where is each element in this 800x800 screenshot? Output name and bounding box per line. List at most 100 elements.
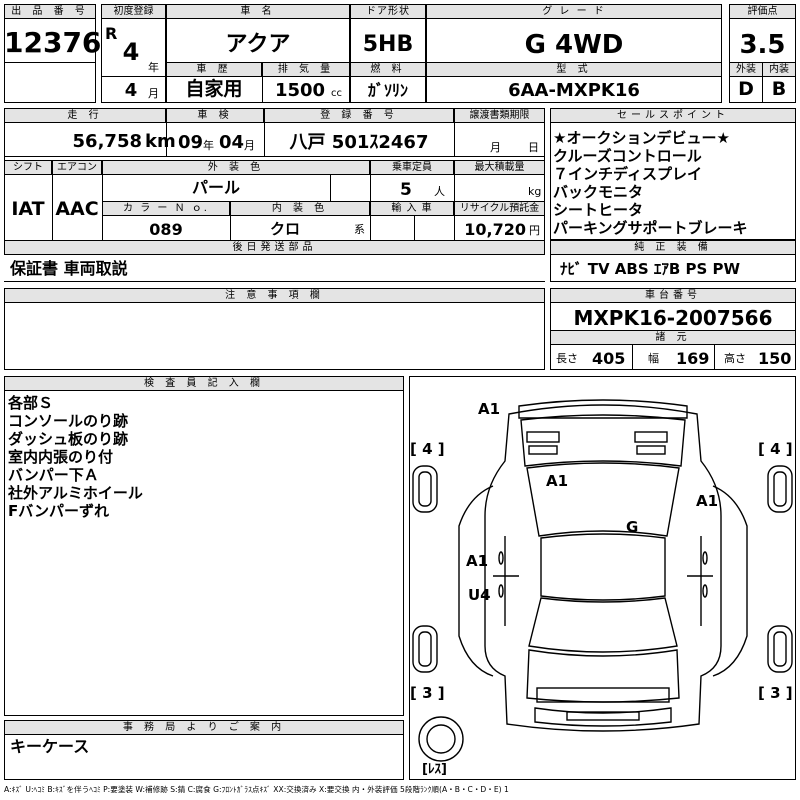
reg-year: 4 bbox=[122, 38, 140, 66]
door-label: ドア形状 bbox=[350, 4, 426, 19]
specs-label: 諸 元 bbox=[550, 330, 796, 345]
inspector-note: 室内内張のり付 bbox=[8, 448, 114, 466]
disp-unit: cc bbox=[331, 88, 342, 99]
damage-mark-left-rear: U4 bbox=[468, 586, 491, 604]
width: 169 bbox=[676, 349, 710, 368]
width-label: 幅 bbox=[648, 352, 659, 365]
load-unit: kg bbox=[528, 185, 542, 198]
insp-year: 09 bbox=[178, 132, 204, 153]
lot-box bbox=[4, 4, 96, 103]
model-label: 型 式 bbox=[426, 62, 722, 77]
sales-point: ７インチディスプレイ bbox=[553, 165, 702, 183]
first-reg-box bbox=[101, 4, 166, 103]
inspector-list: 各部Ｓ コンソールのり跡 ダッシュ板のり跡 室内内張のり付 バンパー下Ａ 社外ア… bbox=[8, 394, 143, 520]
displacement: 1500 bbox=[274, 80, 326, 101]
inspector-note: Fバンパーずれ bbox=[8, 502, 109, 520]
length: 405 bbox=[592, 349, 626, 368]
int-score: B bbox=[771, 78, 787, 100]
chassis-number: MXPK16-2007566 bbox=[573, 306, 773, 330]
office-label: 事 務 局 よ り ご 案 内 bbox=[4, 720, 404, 735]
lot-number: 12376 bbox=[4, 26, 102, 59]
fuel: ｶﾞｿﾘﾝ bbox=[367, 81, 408, 100]
grade-label: グ レ ー ド bbox=[426, 4, 722, 19]
sales-point: パーキングサポートブレーキ bbox=[553, 219, 748, 237]
damage-mark-left: A1 bbox=[466, 552, 489, 570]
reg-year-unit: 年 bbox=[148, 61, 159, 74]
notes-label: 注 意 事 項 欄 bbox=[4, 288, 545, 303]
sales-point: バックモニタ bbox=[553, 183, 644, 201]
car-name-label: 車 名 bbox=[166, 4, 350, 19]
ext-label: 外装 bbox=[729, 62, 763, 77]
aircon: AAC bbox=[55, 198, 99, 220]
interior-color-unit: 系 bbox=[354, 223, 365, 236]
int-label: 内装 bbox=[762, 62, 796, 77]
capacity: 5 bbox=[400, 180, 412, 200]
equipment-value: ﾅﾋﾞ TV ABS ｴｱB PS PW bbox=[560, 260, 741, 278]
car-name: アクア bbox=[225, 32, 291, 57]
capacity-unit: 人 bbox=[434, 185, 445, 198]
color-label: 外 装 色 bbox=[102, 160, 370, 175]
transfer-month: 月 bbox=[490, 141, 501, 154]
first-reg-label: 初度登録 bbox=[101, 4, 166, 19]
door-type: 5HB bbox=[362, 32, 414, 57]
sales-point: シートヒータ bbox=[553, 201, 644, 219]
transfer-day: 日 bbox=[528, 141, 539, 154]
office-value: キーケース bbox=[10, 737, 90, 756]
lot-label: 出 品 番 号 bbox=[4, 4, 96, 19]
grade: G 4WD bbox=[524, 30, 624, 60]
sales-point: ★オークションデビュー★ bbox=[553, 129, 730, 147]
reg-month-unit: 月 bbox=[148, 87, 159, 100]
inspector-note: バンパー下Ａ bbox=[8, 466, 99, 484]
damage-mark-right: A1 bbox=[696, 492, 719, 510]
exterior-color: パール bbox=[191, 178, 240, 197]
recycle-unit: 円 bbox=[529, 224, 540, 237]
mileage-label: 走 行 bbox=[4, 108, 166, 123]
car-diagram bbox=[412, 399, 793, 762]
tire-bracket-front-left: [ 4 ] bbox=[410, 440, 445, 458]
sales-points-list: ★オークションデビュー★ クルーズコントロール ７インチディスプレイ バックモニ… bbox=[553, 129, 748, 237]
import-label: 輸 入 車 bbox=[370, 201, 454, 216]
parts-label: 後日発送部品 bbox=[4, 240, 545, 255]
inspector-note: 各部Ｓ bbox=[8, 394, 54, 412]
interior-color: クロ bbox=[269, 220, 300, 238]
inspection-label: 車 検 bbox=[166, 108, 264, 123]
inspector-note: コンソールのり跡 bbox=[8, 412, 129, 430]
plate-number: 八戸 501ｽ2467 bbox=[289, 132, 429, 153]
color-no: 089 bbox=[149, 220, 183, 239]
inspector-note: 社外アルミホイール bbox=[8, 484, 143, 502]
transfer-label: 譲渡書類期限 bbox=[454, 108, 545, 123]
recycle-fee: 10,720 bbox=[464, 220, 526, 239]
mileage: 56,758 bbox=[72, 131, 142, 152]
color-no-label: カ ラ ー Ｎ ｏ. bbox=[102, 201, 230, 216]
length-label: 長さ bbox=[556, 352, 578, 365]
score-label: 評価点 bbox=[729, 4, 796, 19]
model-code: 6AA-MXPK16 bbox=[508, 80, 640, 101]
score: 3.5 bbox=[739, 30, 786, 60]
sales-points-label: セールスポイント bbox=[550, 108, 796, 123]
legend: A:ｷｽﾞ U:ﾍｺﾐ B:ｷｽﾞを伴うﾍｺﾐ P:要塗装 W:補修跡 S:錆 … bbox=[4, 785, 509, 794]
era: R bbox=[105, 24, 118, 43]
damage-mark-glass: G bbox=[626, 518, 639, 536]
shift: IAT bbox=[11, 198, 45, 220]
height: 150 bbox=[758, 349, 792, 368]
grade-box bbox=[426, 4, 722, 103]
disp-label: 排 気 量 bbox=[262, 62, 350, 77]
door-box bbox=[350, 4, 426, 103]
ext-score: D bbox=[738, 78, 754, 100]
height-label: 高さ bbox=[724, 352, 746, 365]
fuel-label: 燃 料 bbox=[350, 62, 426, 77]
tire-bracket-rear-left: [ 3 ] bbox=[410, 684, 445, 702]
insp-month: 04 bbox=[219, 132, 245, 153]
tire-bracket-rear-right: [ 3 ] bbox=[758, 684, 793, 702]
sales-point: クルーズコントロール bbox=[553, 147, 702, 165]
damage-mark-front: A1 bbox=[478, 400, 501, 418]
history: 自家用 bbox=[185, 78, 243, 100]
reg-month: 4 bbox=[124, 80, 138, 101]
capacity-label: 乗車定員 bbox=[370, 160, 454, 175]
damage-mark-hood: A1 bbox=[546, 472, 569, 490]
parts-value: 保証書 車両取説 bbox=[10, 259, 128, 278]
ac-label: エアコン bbox=[52, 160, 102, 175]
inspector-box bbox=[4, 376, 404, 716]
recycle-label: リサイクル預託金 bbox=[454, 201, 545, 216]
plate-label: 登 録 番 号 bbox=[264, 108, 454, 123]
